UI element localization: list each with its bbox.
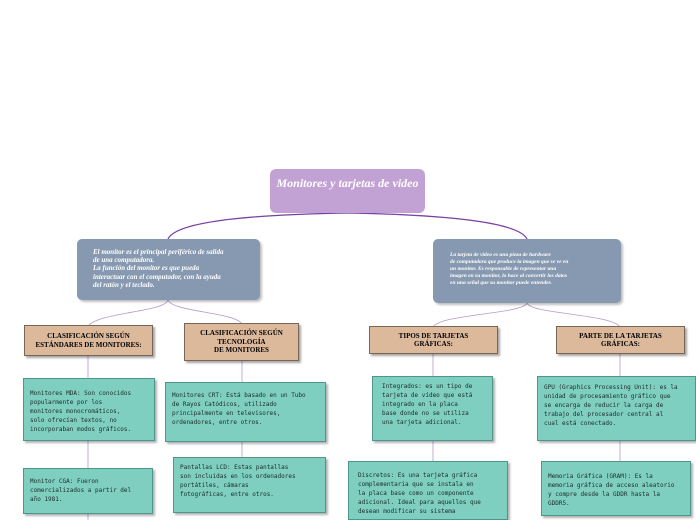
connector-right-desc-cat3	[432, 302, 528, 328]
leaf-monitor-mda[interactable]: Monitores MDA: Son conocidos popularment…	[23, 378, 155, 441]
category-card-types-label: TIPOS DE TARJETAS GRÁFICAS:	[398, 331, 469, 349]
category-standards-label: CLASIFICACIÓN SEGÚN ESTÁNDARES DE MONITO…	[35, 332, 142, 349]
root-node-title[interactable]: Monitores y tarjetas de video	[270, 169, 425, 213]
connector-left-desc-cat1	[87, 299, 169, 327]
leaf-monitor-crt[interactable]: Monitores CRT: Está basado en un Tubo de…	[165, 382, 326, 442]
leaf-integrated-cards[interactable]: Integrados: es un tipo de tarjeta de víd…	[372, 376, 493, 441]
leaf-gpu[interactable]: GPU (Graphics Processing Unit): es la un…	[537, 376, 696, 441]
video-card-description-node[interactable]: La tarjeta de video es una pieza de hard…	[433, 239, 621, 303]
category-standards-node[interactable]: CLASIFICACIÓN SEGÚN ESTÁNDARES DE MONITO…	[24, 325, 153, 356]
category-card-parts-label: PARTE DE LA TARJETAS GRÁFICAS:	[579, 331, 662, 349]
leaf-monitor-cga[interactable]: Monitor CGA: Fueron comercializados a pa…	[23, 468, 153, 514]
connector-right-desc-cat4	[526, 302, 621, 328]
leaf-graphics-memory[interactable]: Memoria Gráfica (GRAM): Es la memoria gr…	[541, 461, 691, 516]
connector-root-right	[346, 212, 528, 240]
category-card-types-node[interactable]: TIPOS DE TARJETAS GRÁFICAS:	[369, 326, 498, 354]
leaf-discrete-cards[interactable]: Discretos: Es una tarjeta gráfica comple…	[348, 461, 508, 520]
category-technology-node[interactable]: CLASIFICACIÓN SEGÚN TECNOLOGÍA DE MONITO…	[184, 323, 299, 361]
category-card-parts-node[interactable]: PARTE DE LA TARJETAS GRÁFICAS:	[556, 326, 685, 354]
connector-left-desc-cat2	[167, 299, 243, 325]
connector-root-left	[167, 212, 348, 240]
category-technology-label: CLASIFICACIÓN SEGÚN TECNOLOGÍA DE MONITO…	[200, 329, 283, 355]
leaf-screen-lcd[interactable]: Pantallas LCD: Estas pantallas son inclu…	[173, 457, 326, 513]
monitor-description-node[interactable]: El monitor es el principal periférico de…	[77, 239, 260, 300]
